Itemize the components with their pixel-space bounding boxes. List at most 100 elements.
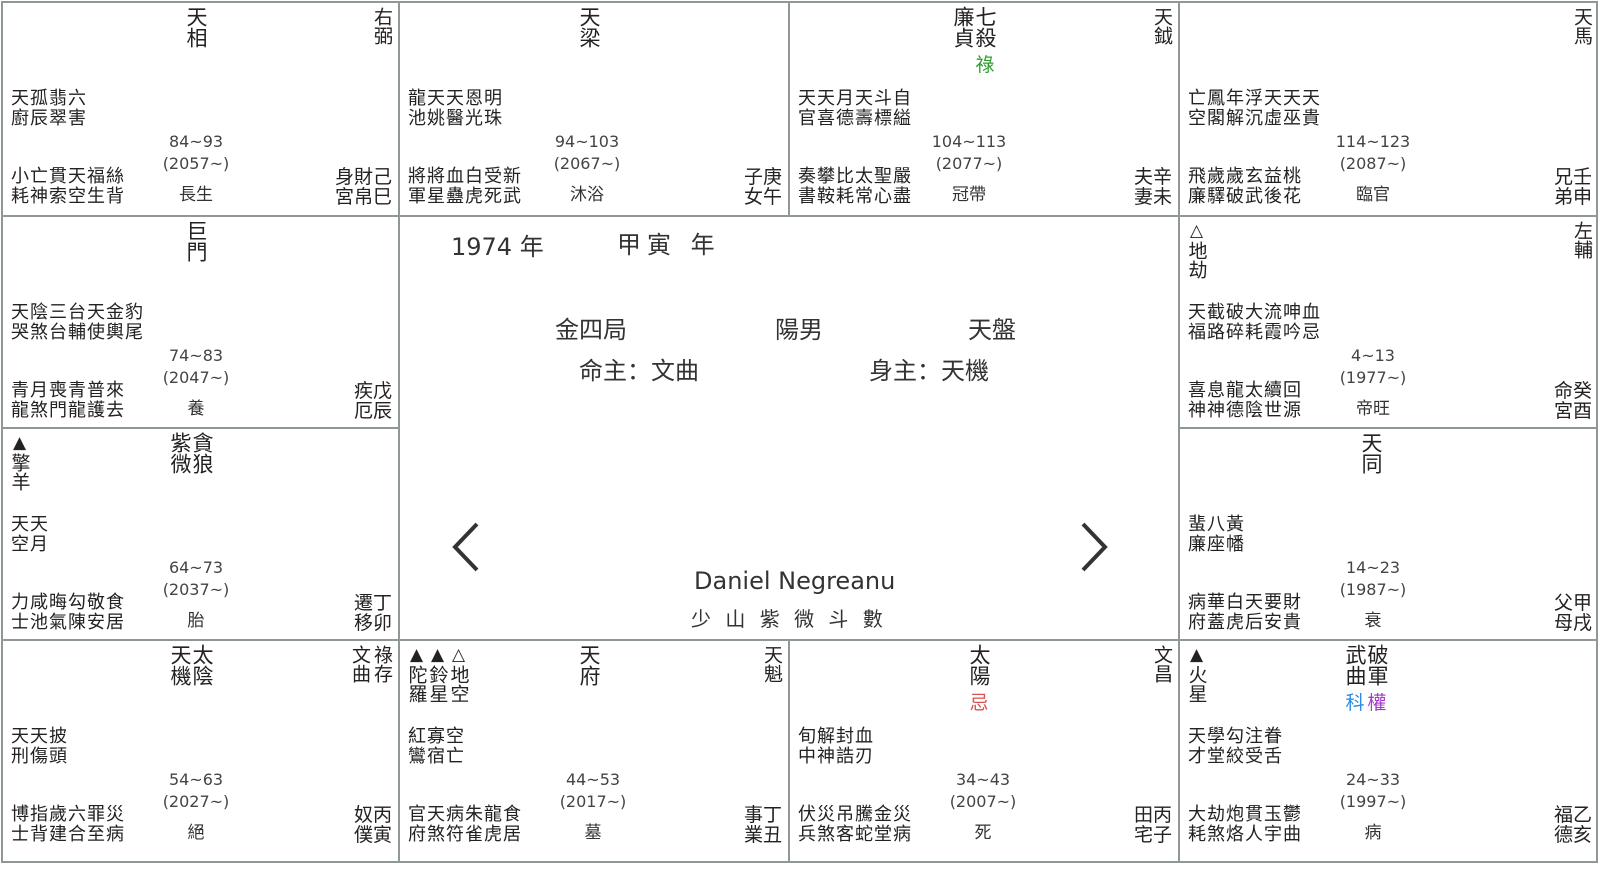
spirit-stars: 奏攀比太聖嚴書鞍耗常心盡 bbox=[798, 167, 912, 207]
transformation-marks: 忌 bbox=[966, 688, 990, 715]
minor-star-row: 刑傷頭 bbox=[11, 746, 68, 767]
palace-label: 兄壬弟申 bbox=[1554, 167, 1592, 207]
palace-label: 遷丁移卯 bbox=[354, 593, 392, 633]
minor-star-row: 空閣解沉虛巫貴 bbox=[1188, 108, 1321, 129]
spirit-star-row: 神神德陰世源 bbox=[1188, 400, 1302, 421]
palace-label: 福乙德亥 bbox=[1554, 805, 1592, 845]
palace-label-line: 田丙 bbox=[1133, 804, 1172, 826]
transformation-marks: 權科 bbox=[1340, 688, 1388, 715]
life-phase: 沐浴 bbox=[570, 185, 604, 205]
spirit-stars: 病華白天要財府蓋虎后安貴 bbox=[1188, 593, 1302, 633]
malefic-marker-icon: △ bbox=[1189, 221, 1204, 241]
palace-label-line: 宅子 bbox=[1133, 824, 1172, 846]
corner-star: 文曲 bbox=[349, 645, 371, 683]
chevron-right-icon[interactable] bbox=[1075, 518, 1113, 585]
main-star: 七殺 bbox=[973, 6, 997, 48]
minor-star-row: 廚辰翠害 bbox=[11, 108, 87, 129]
yin-yang-gender: 陽男 bbox=[775, 316, 823, 344]
spirit-star-row: 病華白天要財 bbox=[1188, 592, 1302, 613]
main-stars: 太陽 bbox=[966, 644, 991, 686]
wuxing-ju: 金四局 bbox=[555, 316, 627, 344]
palace-label-line: 妻未 bbox=[1133, 186, 1172, 208]
age-range: 34~43 bbox=[955, 770, 1011, 789]
decade-year: (1997~) bbox=[1339, 792, 1407, 811]
main-star: 太陽 bbox=[967, 644, 991, 686]
age-range: 24~33 bbox=[1345, 770, 1401, 789]
life-phase: 墓 bbox=[584, 823, 602, 843]
spirit-stars: 博指歲六罪災士背建合至病 bbox=[11, 805, 125, 845]
corner-stars: 右弼 bbox=[370, 7, 393, 45]
main-star: 貪狼 bbox=[190, 432, 214, 474]
malefic-star: ▲火星 bbox=[1186, 645, 1208, 703]
chevron-left-icon[interactable] bbox=[447, 518, 485, 585]
palace-label: 父甲母戌 bbox=[1554, 593, 1592, 633]
spirit-stars: 青月喪青普來龍煞門龍護去 bbox=[11, 381, 125, 421]
spirit-star-row: 士背建合至病 bbox=[11, 824, 125, 845]
life-phase: 胎 bbox=[187, 611, 205, 631]
corner-stars: 天魁 bbox=[760, 645, 783, 683]
minor-star-row: 哭煞台輔使輿尾 bbox=[11, 322, 144, 343]
malefic-marker-icon: ▲ bbox=[1189, 645, 1204, 665]
life-phase: 病 bbox=[1364, 823, 1382, 843]
spirit-star-row: 伏災吊騰金災 bbox=[798, 804, 912, 825]
palace-label: 命癸宮酉 bbox=[1554, 381, 1592, 421]
spirit-star-row: 將將血白受新 bbox=[408, 166, 522, 187]
main-star: 天府 bbox=[577, 644, 601, 686]
palace-label-line: 宮酉 bbox=[1553, 400, 1592, 422]
decade-year: (1977~) bbox=[1339, 368, 1407, 387]
main-stars: 貪狼紫微 bbox=[165, 432, 214, 474]
spirit-stars: 喜息龍太續回神神德陰世源 bbox=[1188, 381, 1302, 421]
palace-label-line: 弟申 bbox=[1553, 186, 1592, 208]
malefic-star-name: 地劫 bbox=[1185, 241, 1208, 279]
chart-plate: 天盤 bbox=[968, 316, 1016, 344]
malefic-stars: ▲陀羅▲鈴星△地空 bbox=[406, 645, 470, 703]
transformation-marks: 祿 bbox=[948, 50, 996, 77]
main-star: 破軍 bbox=[1365, 644, 1389, 686]
main-star: 紫微 bbox=[168, 432, 192, 474]
ganzhi-year: 甲寅 年 bbox=[617, 231, 721, 259]
spirit-stars: 伏災吊騰金災兵煞客蛇堂病 bbox=[798, 805, 912, 845]
ming-zhu: 命主：文曲 bbox=[579, 357, 699, 385]
palace-label-line: 夫辛 bbox=[1133, 166, 1172, 188]
corner-stars: 天鉞 bbox=[1150, 7, 1173, 45]
main-stars: 七殺廉貞 bbox=[948, 6, 997, 48]
minor-star-row: 旬解封血 bbox=[798, 726, 874, 747]
decade-year: (2047~) bbox=[162, 368, 230, 387]
life-phase: 長生 bbox=[179, 185, 213, 205]
spirit-star-row: 龍煞門龍護去 bbox=[11, 400, 125, 421]
malefic-star: ▲陀羅 bbox=[406, 645, 428, 703]
main-stars: 天府 bbox=[576, 644, 601, 686]
life-phase: 養 bbox=[187, 399, 205, 419]
age-range: 74~83 bbox=[168, 346, 224, 365]
life-phase: 帝旺 bbox=[1356, 399, 1390, 419]
age-range: 44~53 bbox=[565, 770, 621, 789]
malefic-marker-icon: △ bbox=[451, 645, 466, 665]
decade-year: (1987~) bbox=[1339, 580, 1407, 599]
main-star: 廉貞 bbox=[951, 6, 975, 48]
palace-label-line: 命癸 bbox=[1553, 380, 1592, 402]
age-range: 14~23 bbox=[1345, 558, 1401, 577]
palace-label: 子庚女午 bbox=[744, 167, 782, 207]
decade-year: (2057~) bbox=[162, 154, 230, 173]
minor-star-row: 龍天天恩明 bbox=[408, 88, 503, 109]
minor-star-row: 官喜德壽標縊 bbox=[798, 108, 912, 129]
palace-label-line: 德亥 bbox=[1553, 824, 1592, 846]
main-star: 天梁 bbox=[577, 6, 601, 48]
palace-label: 疾戊厄辰 bbox=[354, 381, 392, 421]
corner-star: 左輔 bbox=[1571, 221, 1593, 259]
malefic-marker-icon: ▲ bbox=[430, 645, 445, 665]
person-name: Daniel Negreanu bbox=[694, 567, 896, 595]
